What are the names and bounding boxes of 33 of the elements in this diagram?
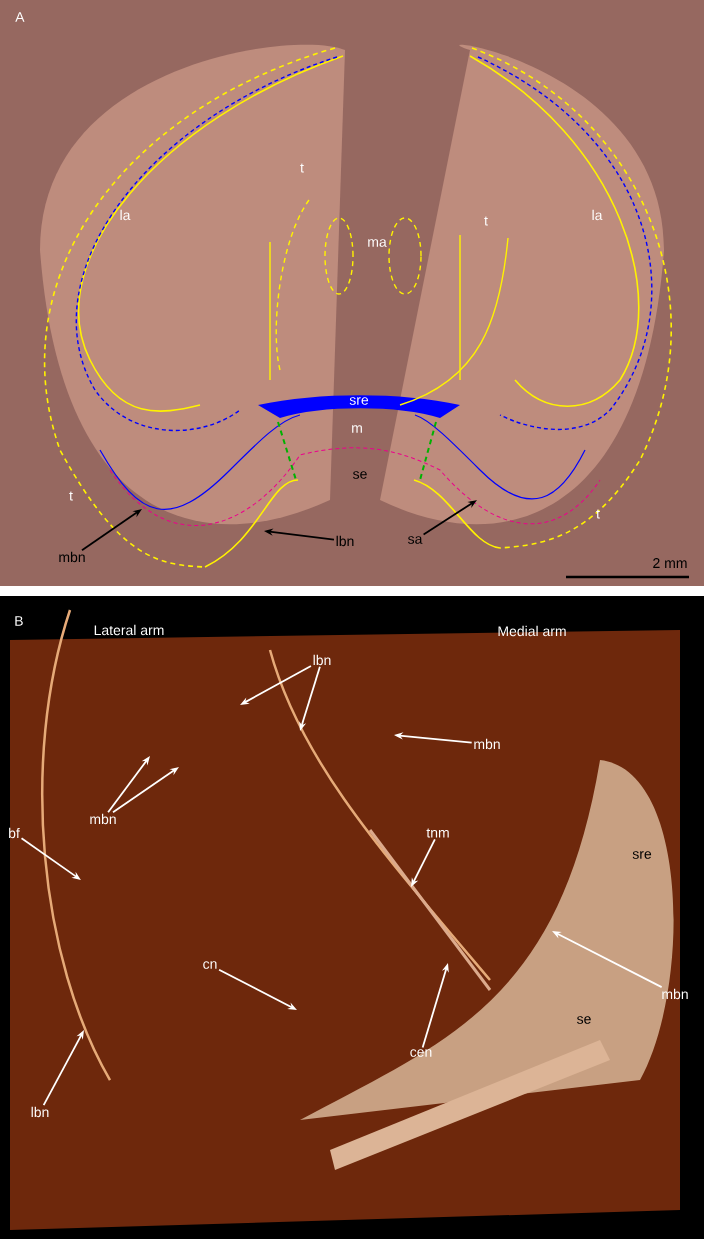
structure-label: la xyxy=(592,209,603,221)
structure-label: tnm xyxy=(426,828,449,838)
structure-label: t xyxy=(300,163,304,173)
leader-arrow xyxy=(107,756,150,814)
structure-label: m xyxy=(352,425,362,433)
scale-label: 2 mm xyxy=(653,558,687,568)
panel-heading: Lateral arm xyxy=(94,624,164,636)
structure-label: t xyxy=(596,509,600,519)
structure-label: lbn xyxy=(313,654,331,666)
leader-arrow xyxy=(20,837,81,880)
structure-label: mbn xyxy=(59,551,85,563)
structure-label: sre xyxy=(632,851,652,859)
panel-heading: Medial arm xyxy=(498,625,566,637)
structure-label: sa xyxy=(408,536,423,544)
structure-label: lbn xyxy=(336,535,354,547)
leader-arrow xyxy=(81,509,142,552)
leader-arrow xyxy=(112,767,179,814)
panel-letter: A xyxy=(15,12,25,22)
structure-label: se xyxy=(577,1016,591,1024)
panel-letter: B xyxy=(15,616,23,626)
structure-label: la xyxy=(120,209,131,221)
structure-label: cn xyxy=(203,961,217,969)
structure-label: lbn xyxy=(31,1106,49,1118)
structure-label: t xyxy=(69,491,73,501)
structure-label: t xyxy=(484,216,488,226)
structure-label: se xyxy=(353,471,367,479)
structure-label: sre xyxy=(349,397,369,405)
structure-label: ma xyxy=(368,239,387,247)
structure-label: mbn xyxy=(474,738,500,750)
structure-label: mbn xyxy=(90,813,116,825)
structure-label: cen xyxy=(410,1049,432,1057)
structure-label: bf xyxy=(9,827,20,839)
structure-label: mbn xyxy=(662,988,688,1000)
